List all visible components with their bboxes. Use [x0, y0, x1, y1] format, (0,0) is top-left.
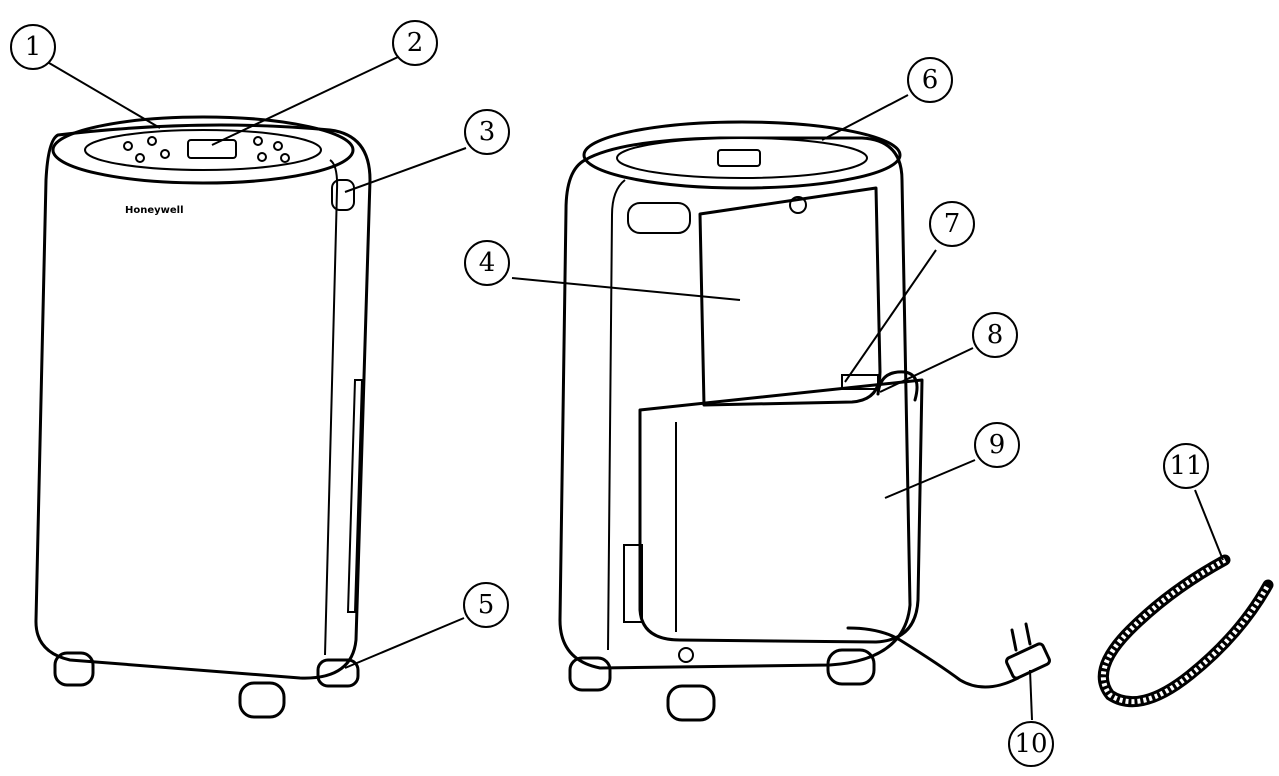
continuous-drain-outlet — [841, 374, 879, 390]
svg-text:11: 11 — [1169, 451, 1202, 481]
drain-hose — [1097, 554, 1274, 708]
rear-caster-wheels — [568, 648, 876, 722]
callout-8: 8 — [972, 312, 1018, 358]
svg-text:2: 2 — [407, 28, 424, 58]
callout-10: 10 — [1008, 721, 1054, 767]
water-tank-handle — [876, 370, 919, 402]
rear-view-unit — [558, 120, 924, 722]
svg-text:4: 4 — [479, 248, 496, 278]
rear-side-handle — [627, 202, 691, 234]
callout-4: 4 — [464, 240, 510, 286]
svg-text:8: 8 — [987, 320, 1004, 350]
water-tank — [638, 378, 924, 644]
power-cord-and-plug — [846, 622, 1051, 689]
callout-7: 7 — [929, 201, 975, 247]
rear-air-inlet-grille — [698, 186, 882, 407]
front-side-panel-edge — [324, 159, 339, 656]
front-body-outline — [34, 123, 372, 680]
rear-side-panel-edge — [607, 179, 626, 651]
callout-2: 2 — [392, 20, 438, 66]
rear-display-screen — [717, 149, 761, 167]
front-side-handle — [331, 179, 355, 211]
callout-5: 5 — [463, 582, 509, 628]
callout-9: 9 — [974, 422, 1020, 468]
svg-text:9: 9 — [989, 430, 1006, 460]
front-top-control-panel — [84, 129, 322, 171]
front-view-unit: Honeywell — [34, 115, 372, 719]
svg-text:1: 1 — [25, 32, 42, 62]
svg-text:10: 10 — [1014, 729, 1047, 759]
rear-drain-plug — [678, 647, 694, 663]
power-plug — [1005, 642, 1051, 680]
front-display-screen — [187, 139, 237, 159]
front-side-water-window — [346, 379, 364, 613]
rear-grille-latch — [789, 196, 807, 214]
power-cord — [846, 626, 1020, 689]
svg-text:7: 7 — [944, 209, 961, 239]
callout-3: 3 — [464, 109, 510, 155]
front-caster-wheels — [53, 651, 360, 719]
plug-prong-b — [1024, 622, 1032, 646]
svg-text:6: 6 — [922, 65, 939, 95]
svg-text:5: 5 — [478, 590, 495, 620]
rear-top-vent-grille — [582, 120, 902, 190]
callout-11: 11 — [1163, 443, 1209, 489]
callout-6: 6 — [907, 57, 953, 103]
front-top-vent-grille — [51, 115, 355, 185]
rear-level-window — [623, 544, 643, 623]
rear-top-control-panel — [616, 137, 868, 179]
svg-text:3: 3 — [479, 117, 496, 147]
plug-prong-a — [1010, 628, 1018, 652]
front-control-buttons — [123, 136, 290, 163]
brand-logo: Honeywell — [125, 205, 184, 216]
callout-1: 1 — [10, 24, 56, 70]
leader-lines — [43, 56, 1224, 721]
